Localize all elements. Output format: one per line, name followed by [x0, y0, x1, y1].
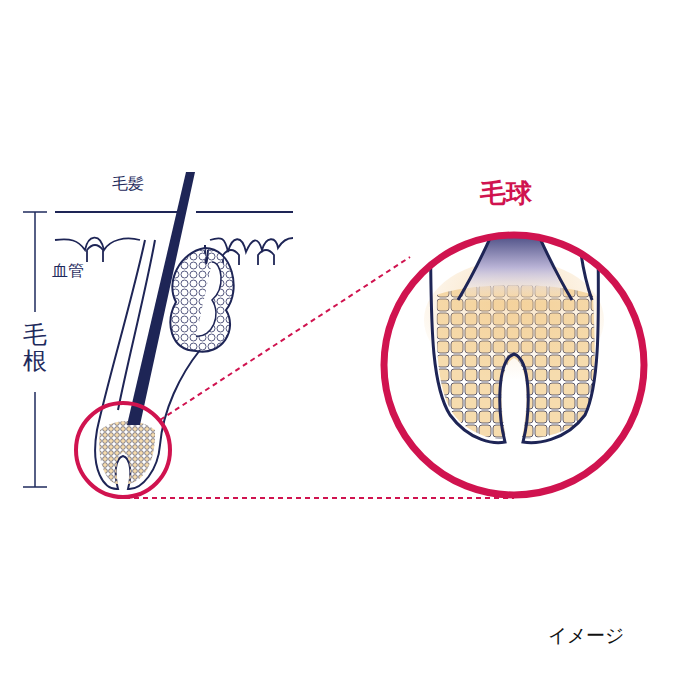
bracket	[23, 212, 47, 487]
zoom-line	[125, 497, 514, 499]
gland-duct	[196, 262, 221, 336]
zoom-line	[160, 257, 410, 420]
part-label: 血管	[52, 261, 84, 280]
hair-shaft	[127, 172, 195, 425]
hair-bulb-cells	[99, 421, 155, 484]
part-label: 毛根	[23, 322, 47, 375]
image-note: イメージ	[548, 624, 624, 647]
zoom-circle	[384, 235, 644, 495]
zoom-circle	[76, 403, 170, 497]
magnified-bulb	[380, 225, 650, 500]
part-label: 毛球	[480, 178, 532, 209]
part-label: 毛髪	[112, 174, 144, 193]
sebaceous-gland	[171, 248, 234, 352]
